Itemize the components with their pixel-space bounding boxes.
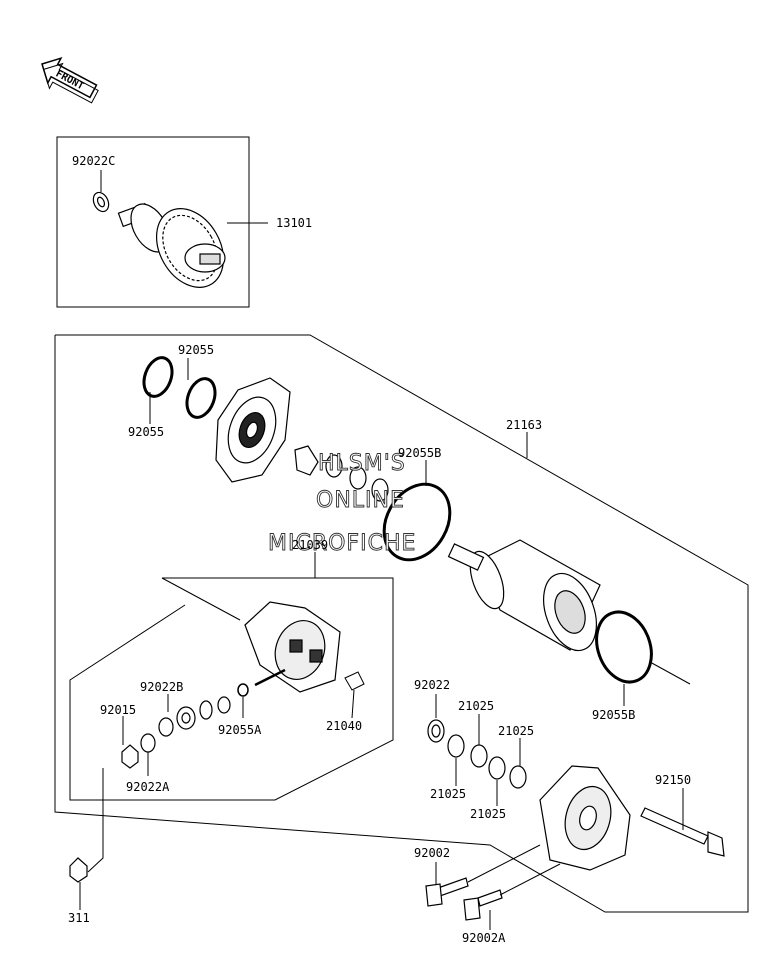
o-ring-92055-b xyxy=(185,377,217,419)
label-311: 311 xyxy=(68,911,90,925)
shims-21025 xyxy=(427,719,527,789)
label-92055-left: 92055 xyxy=(128,425,164,439)
brush-holder-box-21039 xyxy=(69,577,394,801)
motor-yoke xyxy=(447,539,601,652)
label-21025-b: 21025 xyxy=(498,724,534,738)
starter-clutch-drive xyxy=(92,191,226,288)
label-92055B-right: 92055B xyxy=(592,708,635,722)
label-92150: 92150 xyxy=(655,773,691,787)
o-ring-92055-a xyxy=(142,356,174,398)
watermark-line-1: HLSM'S xyxy=(318,451,406,476)
nut-92015 xyxy=(121,744,139,769)
label-21025-c: 21025 xyxy=(430,787,466,801)
label-92022B: 92022B xyxy=(140,680,183,694)
label-92015: 92015 xyxy=(100,703,136,717)
rear-cover xyxy=(539,765,631,871)
label-92055-top: 92055 xyxy=(178,343,214,357)
small-washers xyxy=(294,445,389,502)
o-ring-92055b-top xyxy=(382,482,452,562)
label-21025-d: 21025 xyxy=(470,807,506,821)
nut-311 xyxy=(69,857,88,883)
front-cover xyxy=(215,377,291,483)
bolt-92002 xyxy=(425,877,469,907)
label-92022A: 92022A xyxy=(126,780,170,794)
label-92022C: 92022C xyxy=(72,154,115,168)
brush-holder xyxy=(244,601,341,693)
washer-stack-92022b xyxy=(140,696,231,753)
leader-lines xyxy=(79,170,684,930)
front-arrow-icon: FRONT xyxy=(41,56,99,104)
label-92055A: 92055A xyxy=(218,723,262,737)
sub-assembly-box-13101 xyxy=(56,136,250,308)
label-21039: 21039 xyxy=(292,538,328,552)
o-ring-92055b-right xyxy=(595,610,653,684)
terminal-21040 xyxy=(344,671,365,691)
bolt-92150 xyxy=(640,807,725,857)
watermark-line-3: MICROFICHE xyxy=(268,531,416,556)
label-21163: 21163 xyxy=(506,418,542,432)
label-92055B-top: 92055B xyxy=(398,446,441,460)
bolt-92002a xyxy=(463,889,503,921)
label-92002: 92002 xyxy=(414,846,450,860)
o-ring-92055a xyxy=(237,683,249,697)
label-92002A: 92002A xyxy=(462,931,506,945)
label-92022: 92022 xyxy=(414,678,450,692)
watermark-line-2: ONLINE xyxy=(316,488,405,513)
label-21040: 21040 xyxy=(326,719,362,733)
label-13101: 13101 xyxy=(276,216,312,230)
assembly-box-21163 xyxy=(54,334,749,913)
label-21025-a: 21025 xyxy=(458,699,494,713)
